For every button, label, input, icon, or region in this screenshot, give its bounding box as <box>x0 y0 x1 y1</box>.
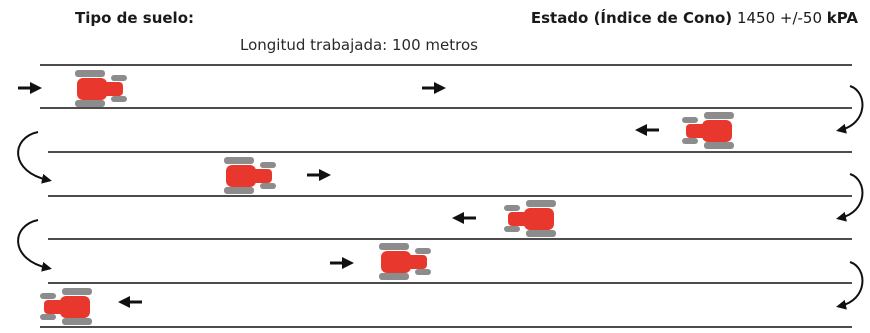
state-unit: kPA <box>826 9 858 27</box>
tractor-icon <box>40 288 92 325</box>
tractor-icon <box>682 112 734 149</box>
soil-type-label: Tipo de suelo: <box>75 9 194 27</box>
state-value: 1450 +/-50 <box>736 9 823 27</box>
tractor-icon <box>75 70 127 107</box>
direction-arrow-icon <box>635 124 659 136</box>
direction-arrow-icon <box>422 82 446 94</box>
worked-length-label: Longitud trabajada: 100 metros <box>240 36 478 54</box>
tractors <box>40 70 734 325</box>
u-turn-arrow-icon <box>836 173 864 222</box>
tractor-icon <box>504 200 556 237</box>
u-turn-arrow-icon <box>836 85 864 134</box>
direction-arrow-icon <box>330 257 354 269</box>
lane-lines <box>40 64 852 328</box>
direction-arrow-icon <box>118 296 142 308</box>
direction-arrow-icon <box>307 169 331 181</box>
tractor-icon <box>224 157 276 194</box>
u-turn-arrow-icon <box>17 219 52 272</box>
cone-index-state: Estado (Índice de Cono) 1450 +/-50 kPA <box>531 9 858 27</box>
u-turn-arrow-icon <box>836 261 864 310</box>
tractor-icon <box>379 243 431 280</box>
direction-arrow-icon <box>452 212 476 224</box>
u-turn-arrow-icon <box>17 131 52 184</box>
turn-arrows <box>17 85 864 310</box>
direction-arrow-icon <box>18 82 42 94</box>
direction-arrows <box>18 82 659 308</box>
state-label: Estado (Índice de Cono) <box>530 9 733 27</box>
